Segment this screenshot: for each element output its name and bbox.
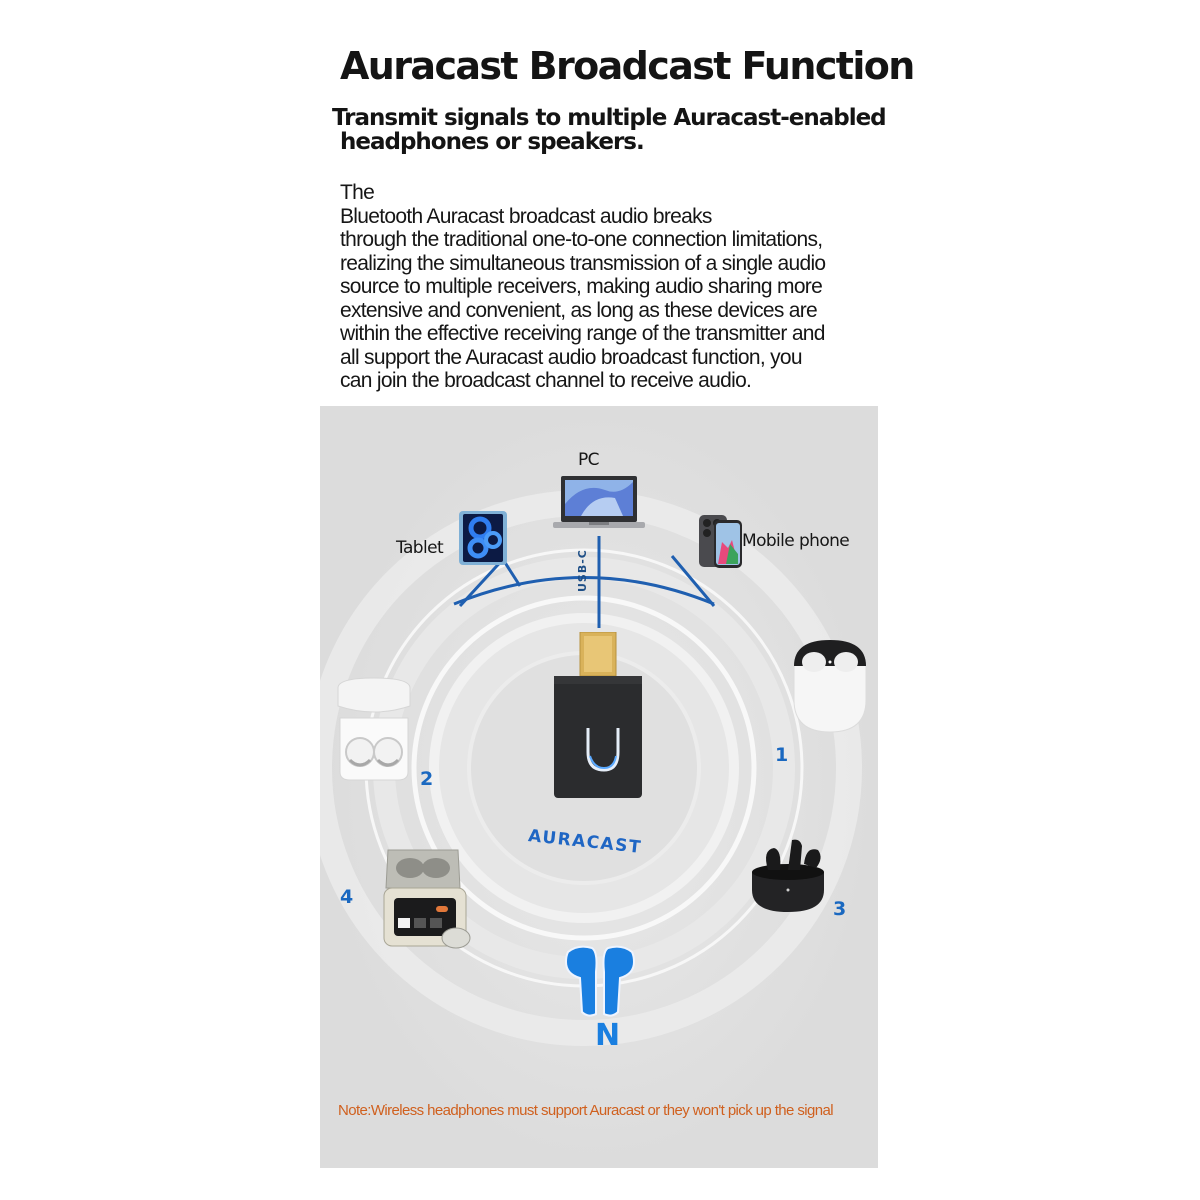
page-subtitle: Transmit signals to multiple Auracast-en… <box>332 106 902 154</box>
earbuds-case-white-icon <box>793 640 867 733</box>
phone-connection-line <box>670 555 716 607</box>
description-line: can join the broadcast channel to receiv… <box>340 369 752 392</box>
generic-earbuds-icon <box>564 945 636 1017</box>
subtitle-line: headphones or speakers. <box>340 129 645 155</box>
description-line: extensive and convenient, as long as the… <box>340 298 818 322</box>
description-line: realizing the simultaneous transmission … <box>340 251 826 275</box>
receiver-number: 1 <box>775 744 789 766</box>
earbuds-case-black-icon <box>752 839 824 912</box>
usb-c-label: USB-C <box>576 549 589 592</box>
broadcast-diagram-panel: PC Tablet Mobile phone USB-C <box>320 406 878 1168</box>
ring-line <box>411 595 757 941</box>
description-line: all support the Auracast audio broadcast… <box>340 345 803 369</box>
auracast-transmitter-icon <box>554 632 642 798</box>
tablet-connection-line <box>502 560 522 587</box>
tablet-label: Tablet <box>396 538 444 558</box>
connection-arc <box>453 576 715 606</box>
laptop-icon <box>553 476 645 528</box>
page-title: Auracast Broadcast Function <box>340 44 915 88</box>
phone-icon <box>699 515 742 568</box>
receiver-number: 4 <box>340 886 354 908</box>
description-line-text: Bluetooth Auracast broadcast audio break… <box>340 204 712 228</box>
receiver-number: N <box>595 1018 621 1053</box>
mobile-phone-label: Mobile phone <box>742 531 850 551</box>
description-line: source to multiple receivers, making aud… <box>340 275 823 298</box>
description-line: through the traditional one-to-one conne… <box>340 228 823 251</box>
receiver-number: 3 <box>833 898 847 920</box>
description-first-word: The <box>340 181 375 204</box>
tablet-icon <box>459 511 507 565</box>
compatibility-note: Note:Wireless headphones must support Au… <box>338 1102 834 1119</box>
earbuds-case-open-icon <box>337 677 411 781</box>
earbuds-case-screen-icon <box>383 849 471 949</box>
pc-label: PC <box>578 450 600 470</box>
receiver-number: 2 <box>420 768 434 790</box>
description-line: within the effective receiving range of … <box>340 322 825 345</box>
subtitle-line: Transmit signals to multiple Auracast-en… <box>332 105 887 131</box>
